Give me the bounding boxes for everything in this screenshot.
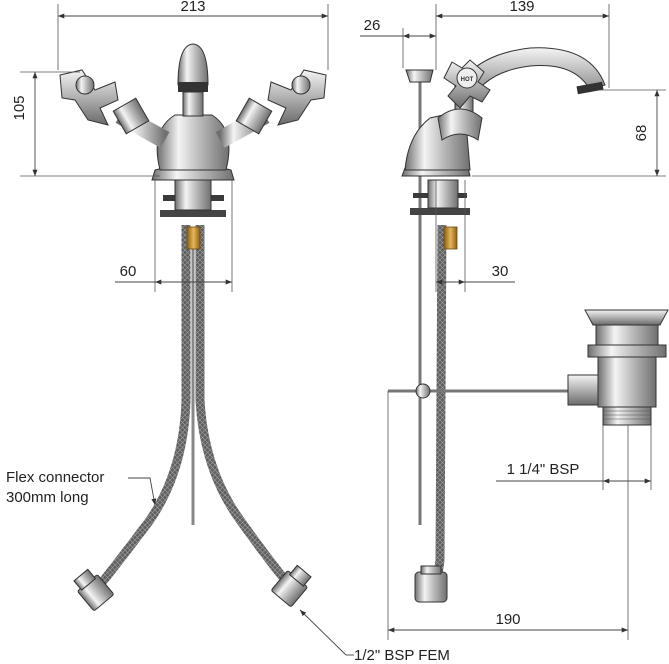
dim-total-width: 213 — [180, 0, 205, 15]
dim-side-offset: 26 — [364, 17, 381, 34]
dim-height-front: 105 — [11, 95, 28, 120]
dim-waste-reach: 190 — [495, 611, 520, 628]
dim-waste-thread: 1 1/4" BSP — [507, 461, 580, 478]
tap-body — [156, 114, 230, 171]
hot-indicator-label: HOT — [461, 77, 474, 83]
flex-hose-left — [96, 225, 191, 588]
flex-connector-callout: Flex connector 300mm long — [6, 469, 157, 506]
bsp-fem-label: 1/2" BSP FEM — [354, 647, 450, 664]
flex-hose-right — [195, 225, 289, 583]
front-handle-left — [59, 69, 170, 148]
front-handle-right — [215, 69, 327, 148]
flex-connector-label-line2: 300mm long — [6, 489, 89, 506]
side-cross-handle: HOT — [437, 59, 491, 141]
dim-base-width: 60 — [120, 263, 137, 280]
front-view — [59, 43, 327, 611]
flex-connector-label-line1: Flex connector — [6, 469, 104, 486]
brass-fitting — [186, 226, 201, 250]
side-spout — [454, 47, 606, 106]
hose-nut-right — [271, 564, 312, 607]
front-dimensions: 213 105 60 — [11, 0, 329, 292]
side-hose-nut — [414, 565, 448, 603]
dim-spout-height: 68 — [633, 125, 650, 142]
hose-nut-left — [73, 568, 114, 611]
side-view: HOT — [388, 47, 669, 603]
side-flex-hose — [428, 224, 447, 589]
pop-up-waste — [567, 309, 669, 426]
bsp-fem-callout: 1/2" BSP FEM — [299, 609, 450, 664]
dim-side-base: 30 — [492, 263, 509, 280]
side-dimensions: 139 26 68 30 1 1/4" BSP 190 — [360, 0, 666, 640]
dim-spout-reach: 139 — [509, 0, 534, 15]
waste-thread — [602, 406, 652, 426]
